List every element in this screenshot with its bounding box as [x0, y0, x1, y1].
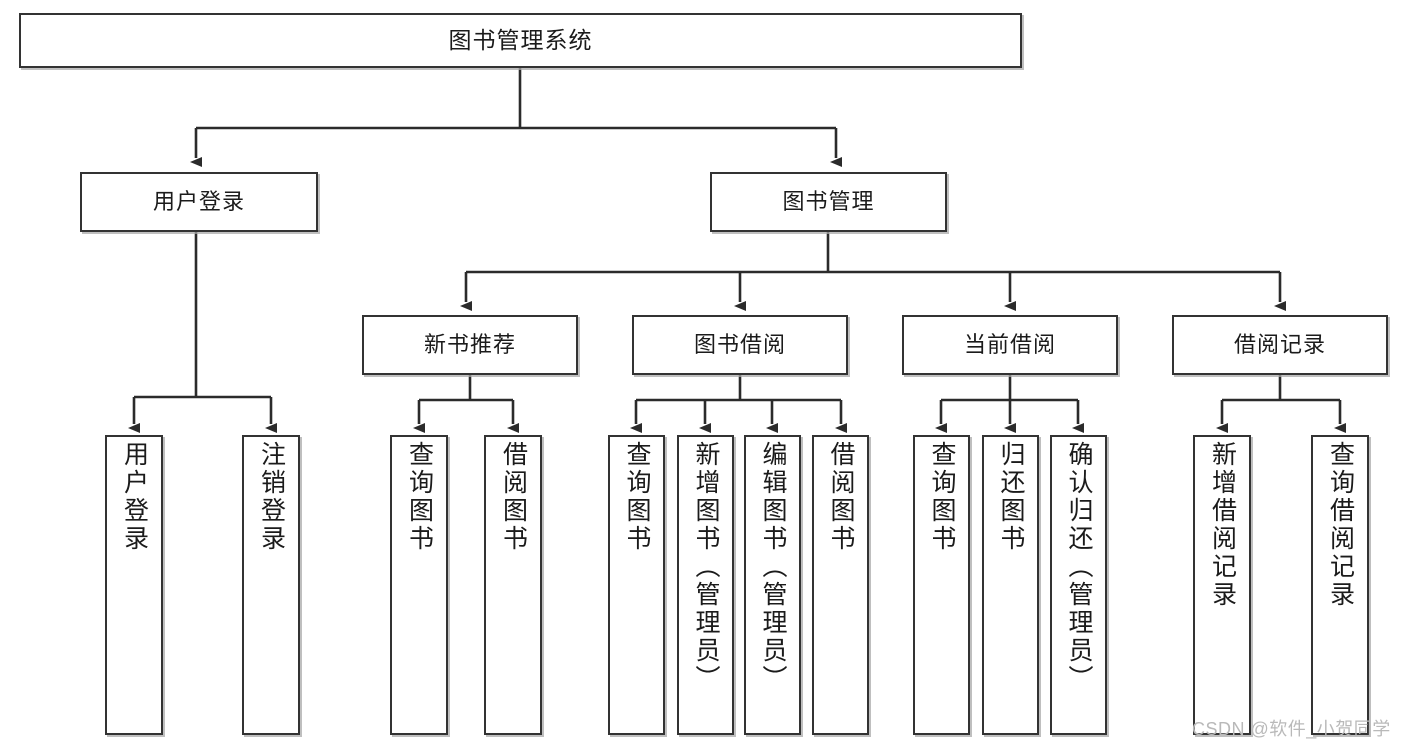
node-label: 归还图书 [997, 441, 1025, 553]
leaf-query-book-borrow[interactable]: 查询图书 [608, 435, 665, 735]
leaf-query-borrow-record[interactable]: 查询借阅记录 [1311, 435, 1369, 735]
node-label: 注销登录 [257, 441, 286, 553]
node-current-borrow[interactable]: 当前借阅 [902, 315, 1118, 375]
node-label: 图书管理 [782, 189, 875, 215]
node-root-book-management-system[interactable]: 图书管理系统 [19, 13, 1022, 68]
node-book-borrow[interactable]: 图书借阅 [632, 315, 848, 375]
leaf-user-login[interactable]: 用户登录 [105, 435, 163, 735]
node-label: 用户登录 [120, 441, 149, 553]
node-label: 查询图书 [405, 441, 434, 553]
leaf-add-book-admin[interactable]: 新增图书（管理员） [677, 435, 734, 735]
node-label: 当前借阅 [963, 332, 1056, 358]
node-label: 新增图书（管理员） [692, 441, 720, 693]
node-label: 确认归还（管理员） [1065, 441, 1093, 693]
csdn-watermark: CSDN @软件_小贺同学 [1192, 719, 1391, 739]
node-label: 借阅记录 [1233, 332, 1326, 358]
node-label: 查询借阅记录 [1326, 441, 1355, 609]
node-label: 查询图书 [623, 441, 651, 553]
leaf-logout[interactable]: 注销登录 [242, 435, 300, 735]
leaf-query-book-current[interactable]: 查询图书 [913, 435, 970, 735]
leaf-edit-book-admin[interactable]: 编辑图书（管理员） [744, 435, 801, 735]
leaf-borrow-book[interactable]: 借阅图书 [812, 435, 869, 735]
leaf-return-book[interactable]: 归还图书 [982, 435, 1039, 735]
node-label: 借阅图书 [827, 441, 855, 553]
leaf-query-book-recommend[interactable]: 查询图书 [390, 435, 448, 735]
node-label: 借阅图书 [499, 441, 528, 553]
node-borrow-record[interactable]: 借阅记录 [1172, 315, 1388, 375]
node-label: 查询图书 [928, 441, 956, 553]
node-label: 新书推荐 [423, 332, 516, 358]
node-label: 新增借阅记录 [1208, 441, 1237, 609]
node-label: 图书借阅 [693, 332, 786, 358]
node-label: 用户登录 [152, 189, 245, 215]
leaf-confirm-return-admin[interactable]: 确认归还（管理员） [1050, 435, 1107, 735]
node-new-book-recommend[interactable]: 新书推荐 [362, 315, 578, 375]
node-label: 编辑图书（管理员） [759, 441, 787, 693]
leaf-borrow-book-recommend[interactable]: 借阅图书 [484, 435, 542, 735]
leaf-add-borrow-record[interactable]: 新增借阅记录 [1193, 435, 1251, 735]
node-label: 图书管理系统 [448, 27, 593, 54]
node-book-management[interactable]: 图书管理 [710, 172, 947, 232]
node-user-login[interactable]: 用户登录 [80, 172, 318, 232]
